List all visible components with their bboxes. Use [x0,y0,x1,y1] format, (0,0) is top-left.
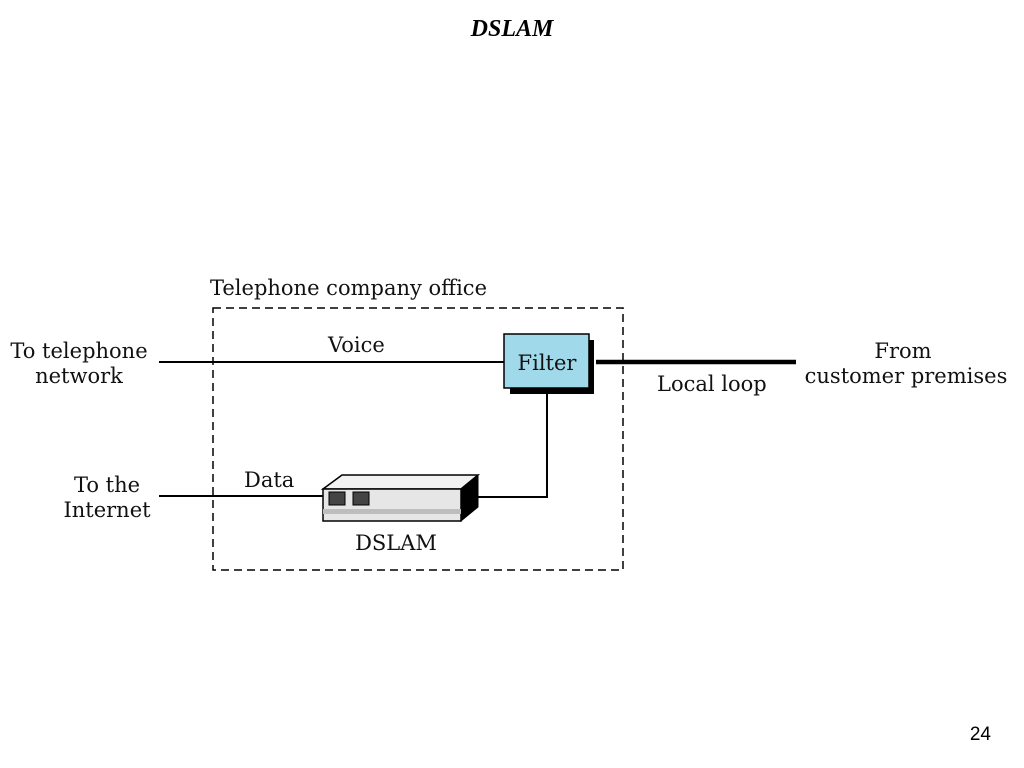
dslam-port-2 [352,491,370,506]
to-the-internet-line1: To the [74,473,140,497]
data-label: Data [244,468,294,492]
dslam-device: DSLAM [320,473,481,555]
filter-dslam-link [477,394,548,498]
voice-label: Voice [327,333,385,357]
filter-rect [503,333,590,389]
filter-label: Filter [518,351,578,375]
to-the-internet-line2: Internet [63,498,151,522]
to-telephone-network-line2: network [35,364,123,388]
page-number: 24 [969,724,991,745]
dslam-front [322,488,462,522]
from-customer-premises-line2: customer premises [805,364,1008,388]
filter-box: Filter [503,333,594,394]
dslam-front-stripe [323,509,461,514]
slide-title: DSLAM [470,16,554,42]
to-telephone-network-line1: To telephone [10,339,147,363]
office-label: Telephone company office [210,276,487,300]
from-customer-premises-line1: From [874,339,931,363]
dslam-label: DSLAM [355,531,437,555]
local-loop-label: Local loop [657,372,767,396]
office-boundary [212,307,624,571]
dslam-top [320,474,481,490]
dslam-port-1 [328,491,346,506]
